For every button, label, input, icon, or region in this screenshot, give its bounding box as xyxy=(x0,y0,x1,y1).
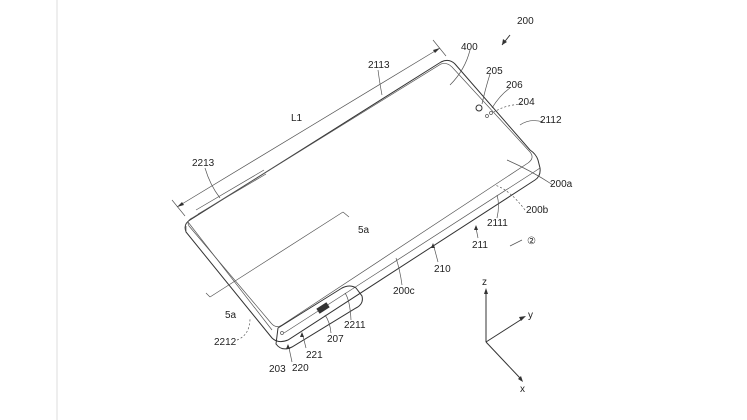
label-200b: 200b xyxy=(526,205,549,216)
label-203: 203 xyxy=(269,364,286,375)
axis-z-label: z xyxy=(482,277,487,288)
label-200c: 200c xyxy=(393,286,415,297)
label-5a-top: 5a xyxy=(358,225,370,236)
label-400: 400 xyxy=(461,42,478,53)
label-2111: 2111 xyxy=(487,218,508,229)
label-207: 207 xyxy=(327,334,344,345)
label-206: 206 xyxy=(506,80,523,91)
axis-x-label: x xyxy=(520,384,525,395)
display-surface xyxy=(187,63,533,327)
leader-lines xyxy=(204,34,554,363)
speaker-grille xyxy=(316,302,330,314)
label-200a: 200a xyxy=(550,179,573,190)
label-200: 200 xyxy=(517,16,534,27)
axis-y-label: y xyxy=(528,310,533,321)
label-221: 221 xyxy=(306,350,323,361)
label-2113: 2113 xyxy=(368,60,390,71)
axis-indicator: z y x xyxy=(482,277,533,395)
label-direction-2: ② xyxy=(527,236,536,247)
label-l1: L1 xyxy=(291,113,303,124)
camera-icon xyxy=(475,104,483,112)
label-2212: 2212 xyxy=(214,337,237,348)
section-line-5a xyxy=(205,211,350,298)
label-220: 220 xyxy=(292,363,309,374)
label-204: 204 xyxy=(518,97,535,108)
label-205: 205 xyxy=(486,66,503,77)
dimension-l1 xyxy=(171,39,447,217)
label-2112: 2112 xyxy=(540,115,562,126)
device-body xyxy=(184,59,541,350)
label-2213: 2213 xyxy=(192,158,215,169)
reference-labels: 200 400 2113 205 206 204 2112 L1 2213 20… xyxy=(192,16,573,375)
label-2211: 2211 xyxy=(344,320,366,331)
label-5a-bottom: 5a xyxy=(225,310,237,321)
label-211: 211 xyxy=(472,240,488,251)
slider-housing xyxy=(275,285,363,350)
port-icon xyxy=(280,331,284,335)
label-210: 210 xyxy=(434,264,451,275)
